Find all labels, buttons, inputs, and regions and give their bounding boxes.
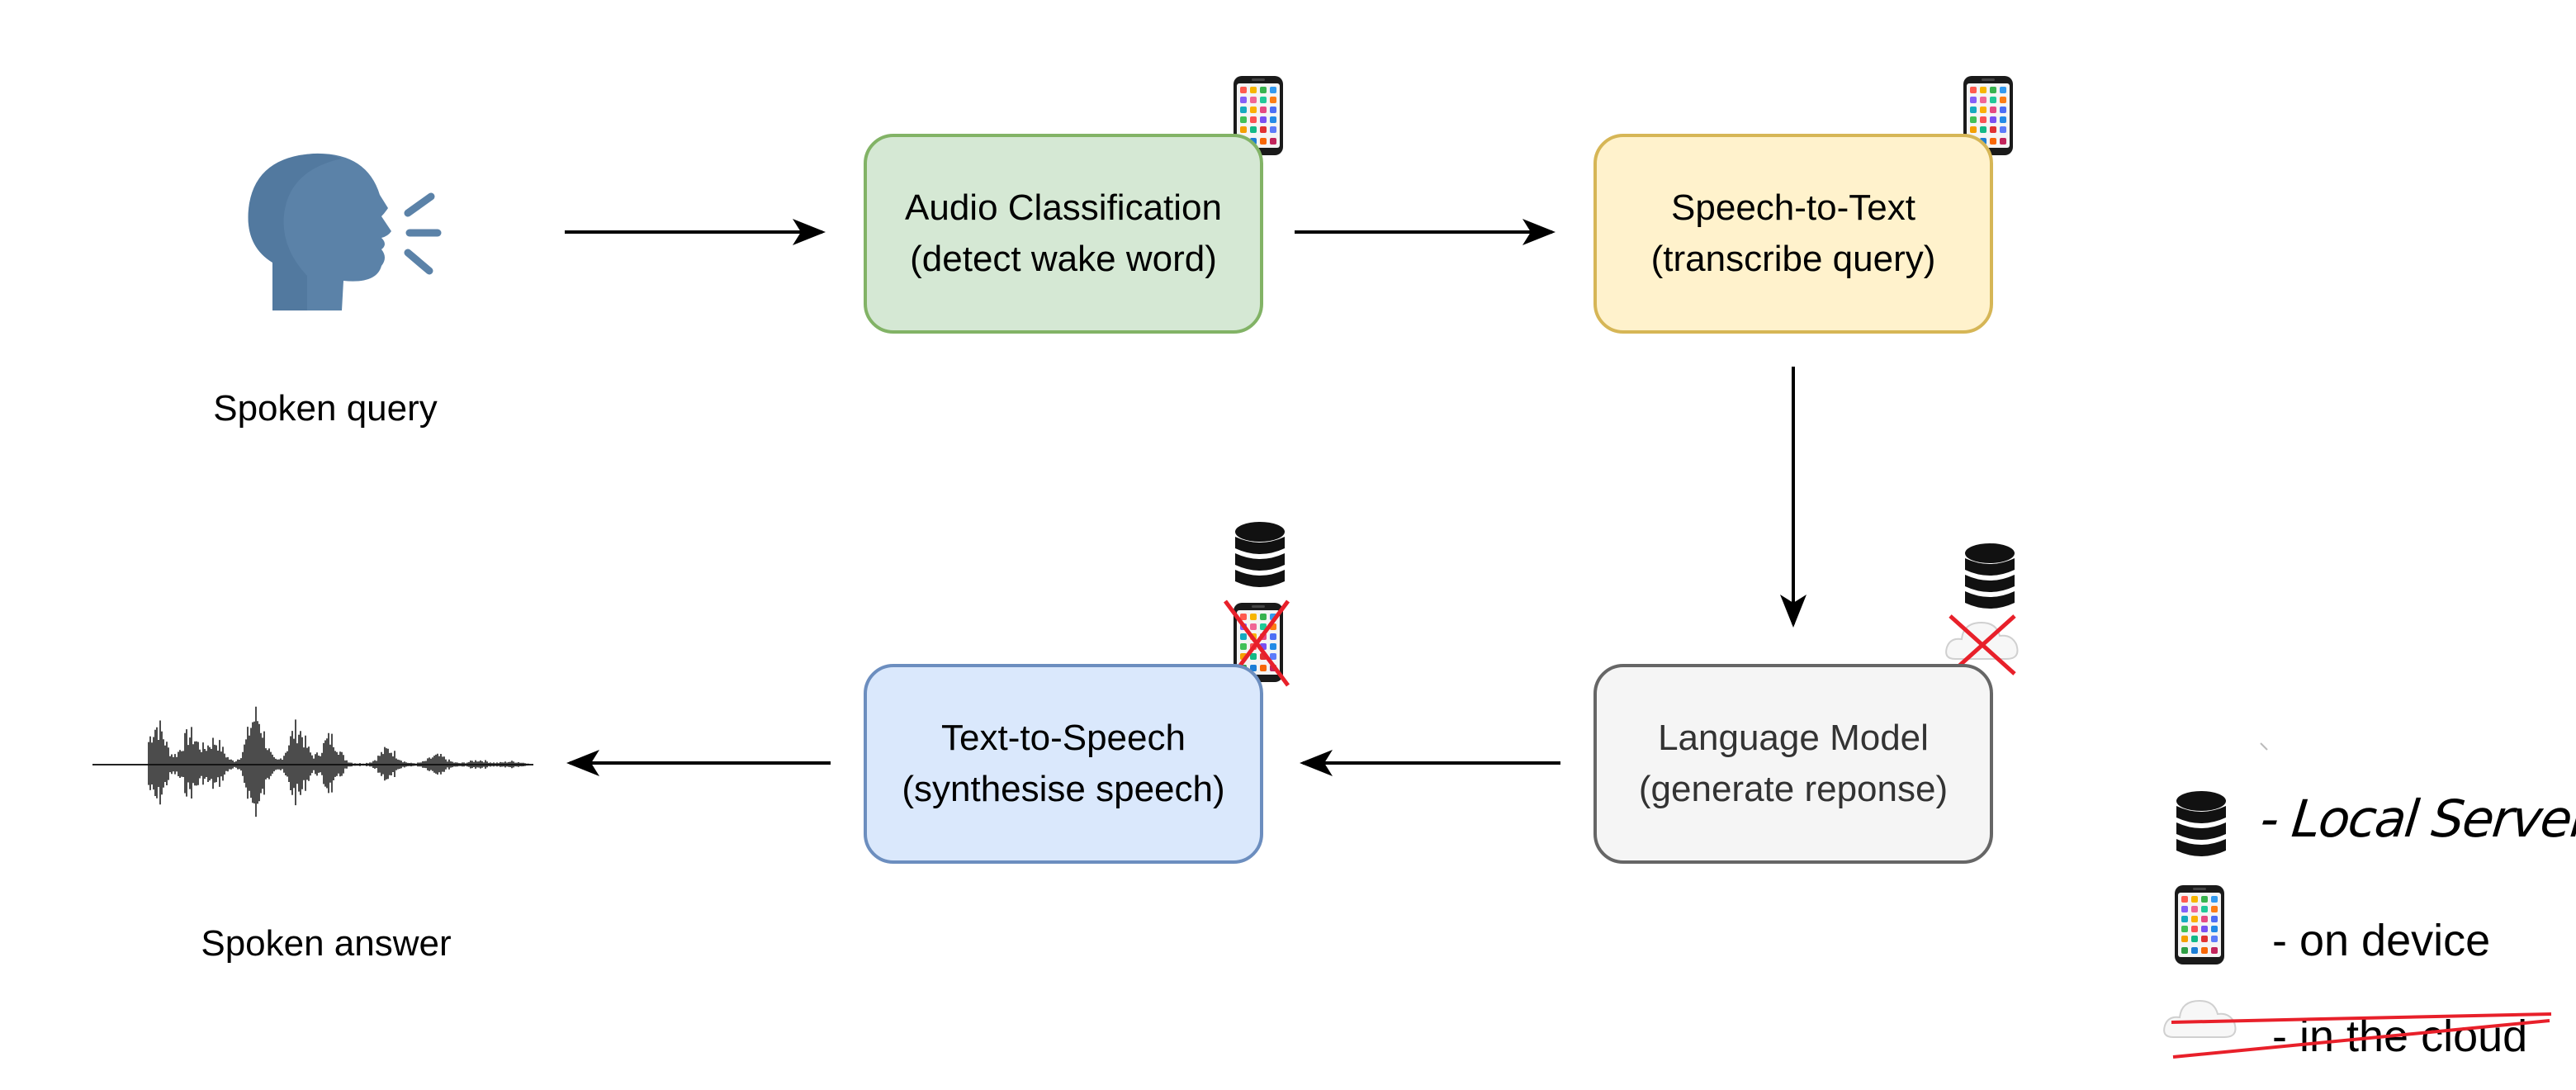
audio-waveform-icon <box>92 706 533 818</box>
database-server-icon <box>2176 791 2226 856</box>
node-title: Speech-to-Text <box>1671 187 1915 228</box>
spoken-query-label: Spoken query <box>213 388 438 429</box>
node-subtitle: (transcribe query) <box>1650 239 1936 279</box>
legend-local-server: - Local Server <box>2257 789 2576 849</box>
cloud-icon <box>2163 1000 2237 1038</box>
node-subtitle: (synthesise speech) <box>902 769 1225 809</box>
database-server-icon <box>1965 543 2015 609</box>
text-to-speech-node: Text-to-Speech (synthesise speech) <box>864 664 1263 864</box>
mobile-phone-icon <box>2175 885 2224 964</box>
speaking-head-icon <box>248 153 442 310</box>
node-subtitle: (generate reponse) <box>1638 769 1949 809</box>
cloud-icon <box>1945 622 2019 660</box>
database-server-icon <box>1235 522 1285 587</box>
node-title: Language Model <box>1658 718 1929 758</box>
node-title: Text-to-Speech <box>941 718 1186 758</box>
legend-in-the-cloud: - in the cloud <box>2272 1012 2528 1061</box>
audio-classification-node: Audio Classification (detect wake word) <box>864 134 1263 334</box>
node-title: Audio Classification <box>905 187 1222 228</box>
language-model-node: Language Model (generate reponse) <box>1593 664 1993 864</box>
node-subtitle: (detect wake word) <box>910 239 1217 279</box>
speech-to-text-node: Speech-to-Text (transcribe query) <box>1593 134 1993 334</box>
spoken-answer-label: Spoken answer <box>201 923 452 964</box>
legend-on-device: - on device <box>2272 916 2491 965</box>
